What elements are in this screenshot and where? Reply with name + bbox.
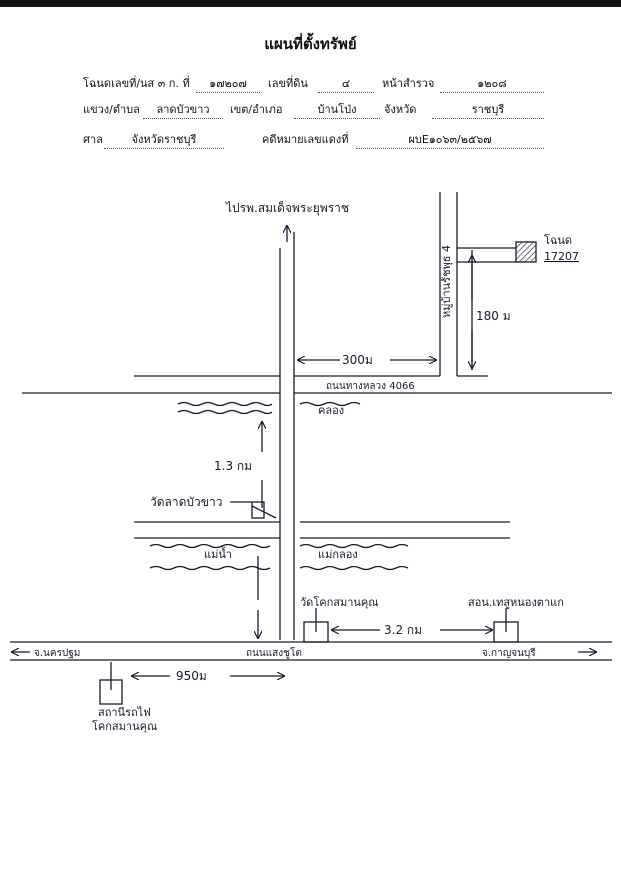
health-center-marker xyxy=(493,608,519,643)
distance-3-2km: 3.2 กม xyxy=(384,623,422,637)
temple-lat-bua-khao-label: วัดลาดบัวขาว xyxy=(150,495,222,509)
court-value: จังหวัดราชบุรี xyxy=(104,130,224,149)
distance-950m: 950ม xyxy=(176,669,207,683)
temple-lat-bua-khao-marker xyxy=(230,501,277,519)
property-deed-label: โฉนด xyxy=(544,233,572,247)
top-border-bar xyxy=(0,0,621,7)
court-label: ศาล xyxy=(83,133,103,146)
land-no-label: เลขที่ดิน xyxy=(268,77,308,90)
property-connector xyxy=(457,247,516,263)
station-label-line1: สถานีรถไฟ xyxy=(98,706,151,719)
distance-180m: 180 ม xyxy=(476,309,511,323)
soi-road xyxy=(439,192,458,376)
province-label: จังหวัด xyxy=(384,103,417,116)
canal-top-waves xyxy=(177,401,361,415)
case-no-value: ผบE๑๐๖๓/๒๕๖๗ xyxy=(356,130,544,149)
main-road-ns xyxy=(279,226,295,640)
railway-station-marker xyxy=(99,662,123,705)
to-hospital-label: ไปรพ.สมเด็จพระยุพราช xyxy=(225,200,349,216)
district-value: บ้านโป่ง xyxy=(294,100,380,119)
highway-label: ถนนทางหลวง 4066 xyxy=(326,381,415,392)
property-parcel xyxy=(515,241,537,263)
subdistrict-label: แขวง/ตำบล xyxy=(83,103,140,116)
province-value: ราชบุรี xyxy=(432,100,544,119)
property-deed-number: 17207 xyxy=(544,250,579,263)
river-label-left: แม่น้ำ xyxy=(204,546,232,561)
survey-page-label: หน้าสำรวจ xyxy=(382,77,435,90)
temple-khok-marker xyxy=(303,608,329,643)
survey-page-value: ๑๒๐๘ xyxy=(440,74,544,93)
canal-label: คลอง xyxy=(318,404,344,417)
road-saeng-chuto xyxy=(10,641,612,661)
deed-value: ๑๗๒๐๗ xyxy=(196,74,260,93)
subdistrict-value: ลาดบัวขาว xyxy=(143,100,223,119)
river-banks xyxy=(134,521,510,571)
road-to-kanchanaburi: จ.กาญจนบุรี xyxy=(482,647,536,659)
district-label: เขต/อำเภอ xyxy=(230,103,283,116)
road-center-label: ถนนแสงชูโต xyxy=(246,646,302,659)
river-label-right: แม่กลอง xyxy=(318,548,358,561)
station-label-line2: โคกสมานคุณ xyxy=(92,719,157,733)
soi-label: หมู่บ้านรัชพุธ 4 xyxy=(440,245,453,318)
case-no-label: คดีหมายเลขแดงที่ xyxy=(262,133,349,146)
road-to-nakhon-pathom: จ.นครปฐม xyxy=(34,648,80,659)
land-no-value: ๔ xyxy=(318,74,374,93)
highway-4066 xyxy=(22,375,612,394)
page-title: แผนที่ตั้งทรัพย์ xyxy=(264,35,357,53)
temple-khok-label: วัดโคกสมานคุณ xyxy=(300,595,378,609)
distance-300m: 300ม xyxy=(342,353,373,367)
distance-1-3km: 1.3 กม xyxy=(214,459,252,473)
health-center-label: สอน.เทสูหนองตาแก xyxy=(468,596,564,609)
deed-label: โฉนดเลขที่/นส ๓ ก. ที่ xyxy=(83,77,190,90)
